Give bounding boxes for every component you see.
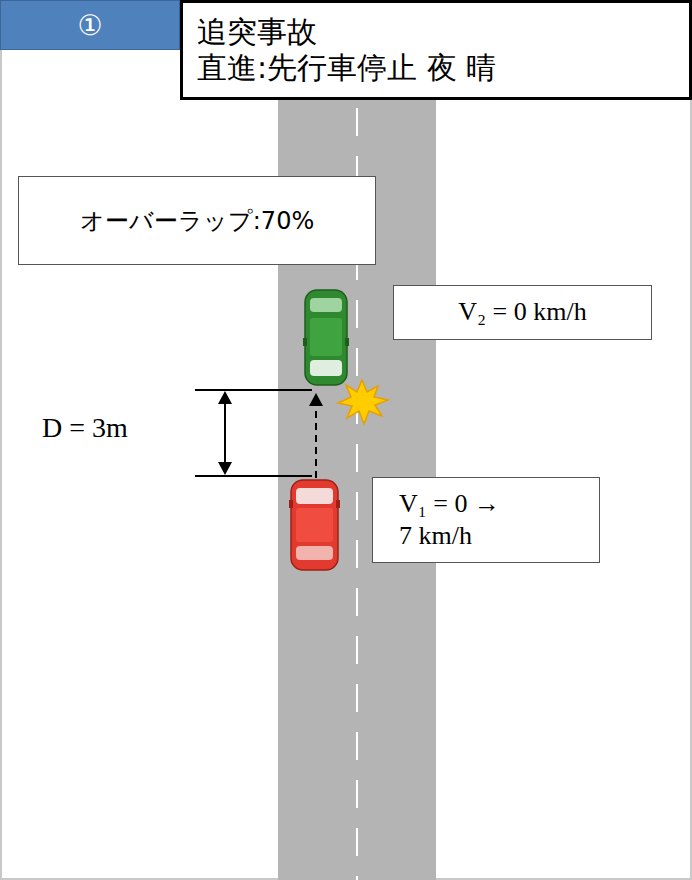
arrow-head xyxy=(218,391,232,404)
node-text: 直進:先行車停止 夜 晴 xyxy=(197,50,675,86)
dimension-arrow xyxy=(224,400,226,466)
node-text: 追突事故 xyxy=(197,14,675,50)
green-car xyxy=(303,290,349,385)
overlap-box: オーバーラップ:70% xyxy=(18,176,376,265)
collision-mark xyxy=(338,380,388,424)
dimension-line xyxy=(195,389,312,391)
speed-box: V₂ = 0 km/h xyxy=(393,285,652,340)
motion-arrow xyxy=(315,404,317,478)
road xyxy=(278,50,436,880)
node-text: オーバーラップ:70% xyxy=(31,206,363,236)
title-box: 追突事故直進:先行車停止 夜 晴 xyxy=(180,0,692,100)
node-text: V₂ = 0 km/h xyxy=(406,296,639,329)
dimension-label: D = 3m xyxy=(42,412,128,444)
arrow-head xyxy=(309,393,323,406)
node-text: ① xyxy=(13,8,167,43)
node-text: V₁ = 0 → 7 km/h xyxy=(399,488,509,553)
speed-box: V₁ = 0 → 7 km/h xyxy=(372,477,600,563)
dimension-line xyxy=(195,475,312,477)
number-badge: ① xyxy=(0,0,180,50)
red-car xyxy=(289,480,340,570)
arrow-head xyxy=(218,462,232,475)
